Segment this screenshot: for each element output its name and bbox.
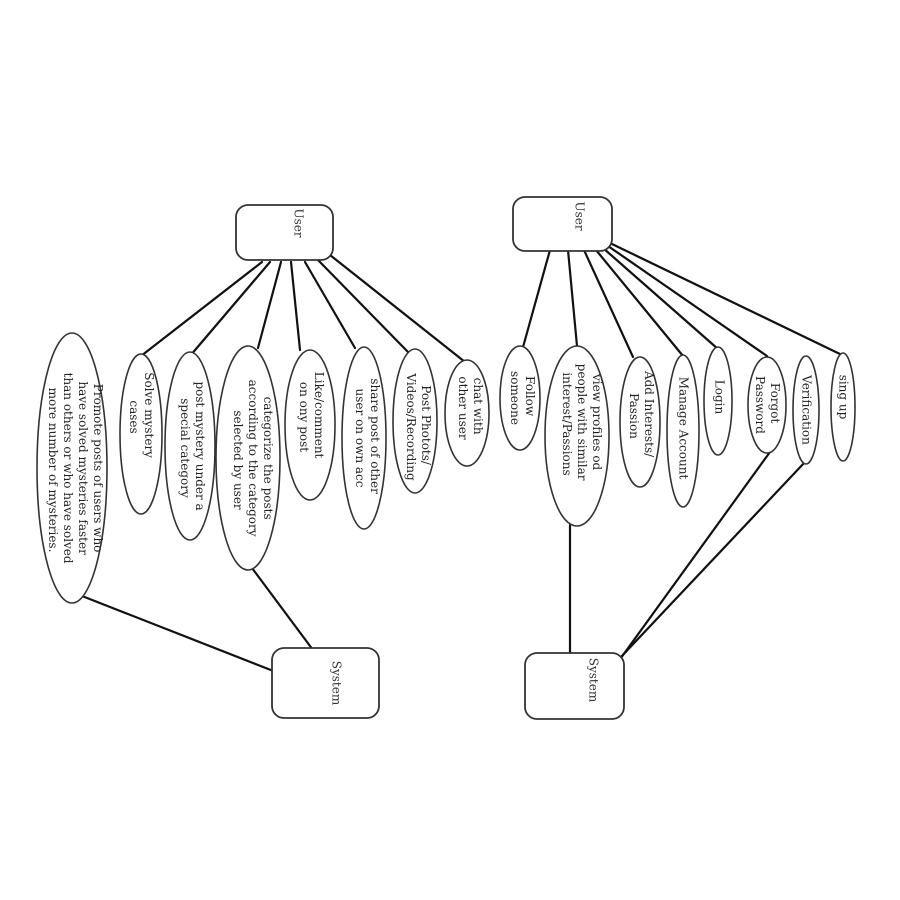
usecase-add-interests-line-1: Add Interests/ <box>642 370 656 458</box>
connector-categorize-system <box>250 566 315 652</box>
usecase-forgot-line-2: Password <box>753 376 767 434</box>
usecase-follow-line-1: Follow <box>523 376 537 417</box>
usecase-like-line-1: Like/comment <box>312 372 326 459</box>
usecase-solve-line-1: Solve mystery <box>142 372 156 458</box>
usecase-promote-line-1: Promote posts of users who <box>91 384 105 553</box>
usecase-add-interests: Add Interests/ Passion <box>619 356 661 488</box>
usecase-like-line-2: on ony post <box>297 382 311 452</box>
usecase-login: Login <box>703 346 733 456</box>
right-user-actor: User <box>512 196 613 252</box>
usecase-promote-line-4: more number of mysteries. <box>46 388 60 553</box>
connector-user-forgot <box>606 244 769 358</box>
svg-text:categorize the posts acc: categorize the posts according to the ca… <box>231 380 275 541</box>
usecase-share-line-2: user on own acc <box>353 389 367 488</box>
svg-text:Like/comment on ony post: Like/comment on ony post <box>297 372 326 462</box>
usecase-solve: Solve mystery cases <box>119 353 163 515</box>
connector-user-post-photos <box>316 258 410 354</box>
usecase-view-profiles-line-3: interest/Passions <box>560 372 574 475</box>
right-system-actor: System <box>524 652 625 720</box>
connector-user-post-mystery <box>188 260 272 358</box>
usecase-chat-line-1: chat with <box>471 378 485 435</box>
usecase-post-photos-line-2: Videos/Recording <box>404 372 418 481</box>
svg-text:share post of other user: share post of other user on own acc <box>353 378 382 497</box>
usecase-categorize-line-1: categorize the posts <box>261 397 275 520</box>
usecase-view-profiles: view profiles od people with similar int… <box>544 345 610 527</box>
connector-user-categorize <box>256 260 283 350</box>
usecase-categorize-line-2: according to the category <box>246 380 260 537</box>
connector-user-follow <box>518 248 552 360</box>
usecase-signup-label: sing up <box>837 375 851 420</box>
usecase-forgot: Forgot Password <box>747 356 787 454</box>
usecase-add-interests-line-2: Passion <box>627 393 641 439</box>
connector-user-add-interests <box>582 248 635 359</box>
left-system-label: System <box>330 661 344 706</box>
usecase-manage: Manage Account <box>666 354 700 508</box>
usecase-share: share post of other user on own acc <box>341 346 387 530</box>
usecase-post-photos: Post Photots/ Videos/Recording <box>392 348 438 494</box>
usecase-categorize-line-3: selected by user <box>231 410 245 510</box>
svg-text:Post Photots/ Videos/Rec: Post Photots/ Videos/Recording <box>404 372 433 481</box>
svg-text:Solve mystery cases: Solve mystery cases <box>127 372 156 462</box>
connectors <box>80 242 844 674</box>
usecase-post-photos-line-1: Post Photots/ <box>419 385 433 466</box>
usecase-share-line-1: share post of other <box>368 378 382 494</box>
usecase-follow-line-2: someone <box>508 371 522 425</box>
svg-text:Add Interests/ Passion: Add Interests/ Passion <box>627 370 656 461</box>
connector-user-signup <box>610 242 844 357</box>
usecase-like: Like/comment on ony post <box>284 349 336 501</box>
usecase-follow: Follow someone <box>499 345 541 451</box>
usecase-manage-label: Manage Account <box>677 377 691 480</box>
usecase-signup: sing up <box>830 352 856 462</box>
right-user-label: User <box>573 201 587 230</box>
svg-text:view profiles od people: view profiles od people with similar int… <box>560 364 604 485</box>
usecase-forgot-line-1: Forgot <box>768 383 782 424</box>
usecase-categorize: categorize the posts according to the ca… <box>215 345 281 571</box>
svg-text:Promote posts of users who: Promote posts of users who have solved m… <box>46 373 105 568</box>
left-user-label: User <box>292 208 306 237</box>
connector-user-solve <box>139 260 264 358</box>
usecase-view-profiles-line-2: people with similar <box>575 364 589 481</box>
svg-text:post mystery under a spe: post mystery under a special category <box>178 381 207 514</box>
connector-user-like <box>289 260 302 352</box>
usecase-view-profiles-line-1: view profiles od <box>590 373 604 471</box>
svg-text:Follow someone: Follow someone <box>508 371 537 425</box>
usecase-promote-line-3: than others or who have solved <box>61 373 75 564</box>
usecase-login-label: Login <box>713 380 727 415</box>
usecase-solve-line-2: cases <box>127 400 141 433</box>
connector-user-manage <box>594 248 685 358</box>
connector-verification-system <box>618 460 807 660</box>
svg-text:Forgot Password: Forgot Password <box>753 376 782 434</box>
usecase-promote: Promote posts of users who have solved m… <box>36 332 108 604</box>
usecase-post-mystery-line-2: special category <box>178 398 192 498</box>
left-system-actor: System <box>271 647 380 719</box>
usecase-verification-label: Verification <box>800 374 814 445</box>
connector-user-share <box>303 260 357 350</box>
usecase-verification: Verification <box>792 355 820 465</box>
svg-text:chat with other user: chat with other user <box>456 376 485 439</box>
connector-user-view-profiles <box>566 248 579 348</box>
usecase-post-mystery-line-1: post mystery under a <box>193 381 207 510</box>
left-user-actor: User <box>235 204 334 261</box>
usecase-post-mystery: post mystery under a special category <box>164 351 216 541</box>
usecase-chat: chat with other user <box>444 359 490 467</box>
usecase-chat-line-2: other user <box>456 376 470 439</box>
right-system-label: System <box>587 658 601 703</box>
connector-user-login <box>601 246 720 351</box>
connector-forgot-system <box>616 450 772 664</box>
usecase-promote-line-2: have solved mysteries faster <box>76 381 90 555</box>
connector-promote-system <box>80 594 278 674</box>
connector-user-chat <box>328 253 467 364</box>
